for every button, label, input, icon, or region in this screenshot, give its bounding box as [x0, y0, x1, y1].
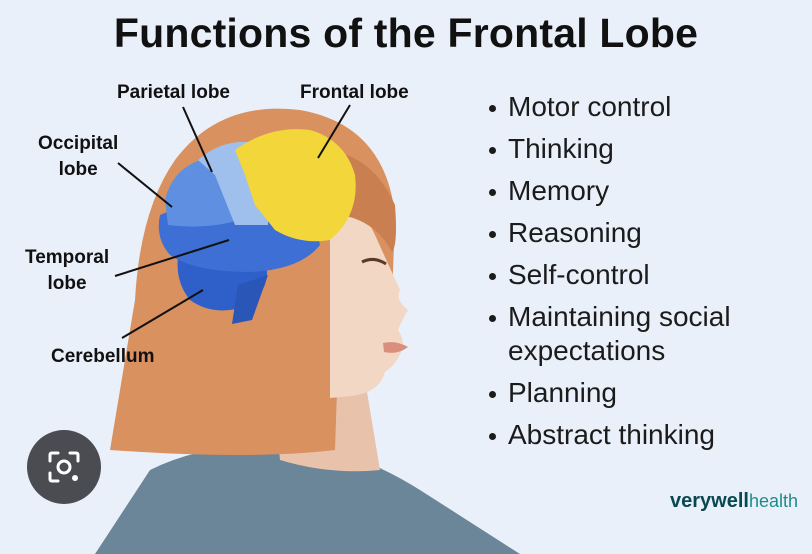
label-parietal-lobe: Parietal lobe	[117, 82, 230, 103]
label-frontal-lobe: Frontal lobe	[300, 82, 409, 103]
image-search-button[interactable]	[27, 430, 101, 504]
function-item: Motor control	[486, 90, 788, 124]
label-cerebellum: Cerebellum	[51, 346, 155, 367]
label-temporal-line2: lobe	[47, 273, 87, 294]
eye	[361, 257, 387, 266]
occipital-pointer	[117, 162, 173, 208]
parietal-pointer	[182, 106, 213, 173]
frontal-pointer	[317, 104, 351, 159]
shirt	[95, 444, 520, 554]
function-item: Maintaining social expectations	[486, 300, 788, 368]
face	[330, 204, 408, 398]
label-occipital-line2: lobe	[58, 159, 98, 180]
brainstem-shape	[232, 275, 268, 324]
function-item: Abstract thinking	[486, 418, 788, 452]
temporal-pointer	[114, 239, 230, 277]
cerebellum-pointer	[121, 289, 204, 339]
label-temporal-lobe: Temporal lobe	[25, 245, 109, 297]
brand-logo: verywellhealth	[670, 490, 798, 513]
label-temporal-line1: Temporal	[25, 247, 110, 268]
label-occipital-line1: Occipital	[38, 133, 119, 154]
function-item: Self-control	[486, 258, 788, 292]
functions-list: Motor control Thinking Memory Reasoning …	[486, 90, 788, 460]
function-item: Reasoning	[486, 216, 788, 250]
image-search-icon	[48, 451, 80, 483]
lips	[383, 342, 408, 353]
label-occipital-lobe: Occipital lobe	[38, 131, 118, 183]
page-title: Functions of the Frontal Lobe	[113, 10, 699, 56]
function-item: Memory	[486, 174, 788, 208]
function-item: Planning	[486, 376, 788, 410]
function-item: Thinking	[486, 132, 788, 166]
brand-suffix: health	[748, 491, 798, 511]
brand-name: verywell	[670, 490, 749, 512]
frontal-lobe-shape	[235, 129, 356, 242]
